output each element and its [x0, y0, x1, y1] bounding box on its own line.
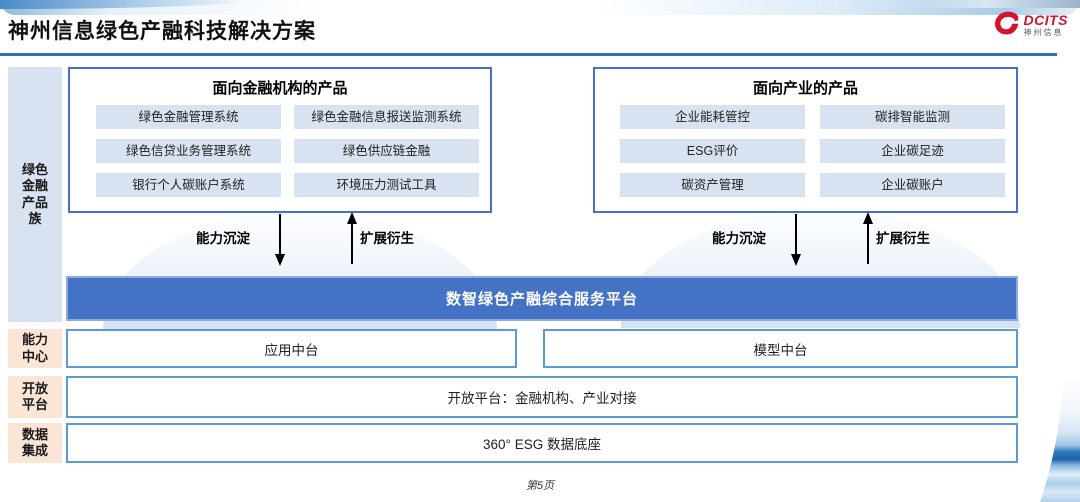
product-pill: 企业碳账户 — [820, 173, 1005, 197]
top-swoosh-decoration — [0, 0, 1080, 15]
capability-sink-label: 能力沉淀 — [196, 231, 250, 246]
arrow-group-left: 能力沉淀 扩展衍生 — [196, 212, 420, 268]
service-platform-bar: 数智绿色产融综合服务平台 — [66, 276, 1018, 321]
finance-box-title: 面向金融机构的产品 — [212, 80, 348, 97]
capability-sink-label: 能力沉淀 — [712, 231, 766, 246]
logo-text-block: DCITS 神州信息 — [1024, 13, 1069, 37]
product-pill: 碳资产管理 — [620, 173, 805, 197]
product-pill: 企业碳足迹 — [820, 139, 1005, 163]
arrow-down-icon — [274, 212, 286, 271]
product-pill: ESG评价 — [620, 139, 805, 163]
arrow-up-icon — [346, 212, 358, 271]
dcits-logo: DCITS 神州信息 — [993, 9, 1069, 40]
expand-derive-label: 扩展衍生 — [360, 231, 414, 246]
bottom-right-ribbon-decoration — [1034, 376, 1080, 502]
open-platform-box: 开放平台：金融机构、产业对接 — [66, 376, 1018, 418]
product-pill: 绿色金融管理系统 — [96, 105, 281, 129]
product-pill: 绿色供应链金融 — [294, 139, 479, 163]
esg-data-base-box: 360° ESG 数据底座 — [66, 423, 1018, 463]
sidebar-label-capability-center: 能力 中心 — [8, 329, 62, 368]
sidebar-label-data-integration: 数据 集成 — [8, 423, 62, 463]
sidebar-label-product-family: 绿色 金融 产品 族 — [8, 67, 62, 322]
product-pill: 环境压力测试工具 — [294, 173, 479, 197]
product-pill: 绿色信贷业务管理系统 — [96, 139, 281, 163]
arrow-group-right: 能力沉淀 扩展衍生 — [712, 212, 936, 268]
logo-brand-text: DCITS — [1023, 11, 1068, 28]
product-pill: 绿色金融信息报送监测系统 — [294, 105, 479, 129]
top-left-swoosh-decoration — [0, 0, 250, 9]
application-middleplatform-box: 应用中台 — [66, 329, 517, 368]
expand-derive-label: 扩展衍生 — [876, 231, 930, 246]
finance-pill-grid: 绿色金融管理系统 绿色金融信息报送监测系统 绿色信贷业务管理系统 绿色供应链金融… — [96, 105, 479, 197]
top-right-swoosh-decoration — [910, 0, 1080, 8]
product-pill: 碳排智能监测 — [820, 105, 1005, 129]
finance-products-box: 面向金融机构的产品 绿色金融管理系统 绿色金融信息报送监测系统 绿色信贷业务管理… — [68, 67, 492, 213]
industry-pill-grid: 企业能耗管控 碳排智能监测 ESG评价 企业碳足迹 碳资产管理 企业碳账户 — [620, 105, 1005, 197]
arrow-down-icon — [790, 212, 802, 271]
industry-box-title: 面向产业的产品 — [752, 80, 858, 97]
logo-cn-text: 神州信息 — [1023, 27, 1064, 37]
sidebar-label-open-platform: 开放 平台 — [8, 376, 62, 418]
model-middleplatform-box: 模型中台 — [543, 329, 1018, 368]
page-number: 第5页 — [525, 480, 555, 492]
slide-title: 神州信息绿色产融科技解决方案 — [8, 20, 316, 43]
arrow-up-icon — [862, 212, 874, 271]
product-pill: 企业能耗管控 — [620, 105, 805, 129]
industry-products-box: 面向产业的产品 企业能耗管控 碳排智能监测 ESG评价 企业碳足迹 碳资产管理 … — [593, 67, 1018, 213]
header-divider — [0, 53, 1057, 56]
product-pill: 银行个人碳账户系统 — [96, 173, 281, 197]
dcits-swirl-icon — [993, 9, 1021, 40]
